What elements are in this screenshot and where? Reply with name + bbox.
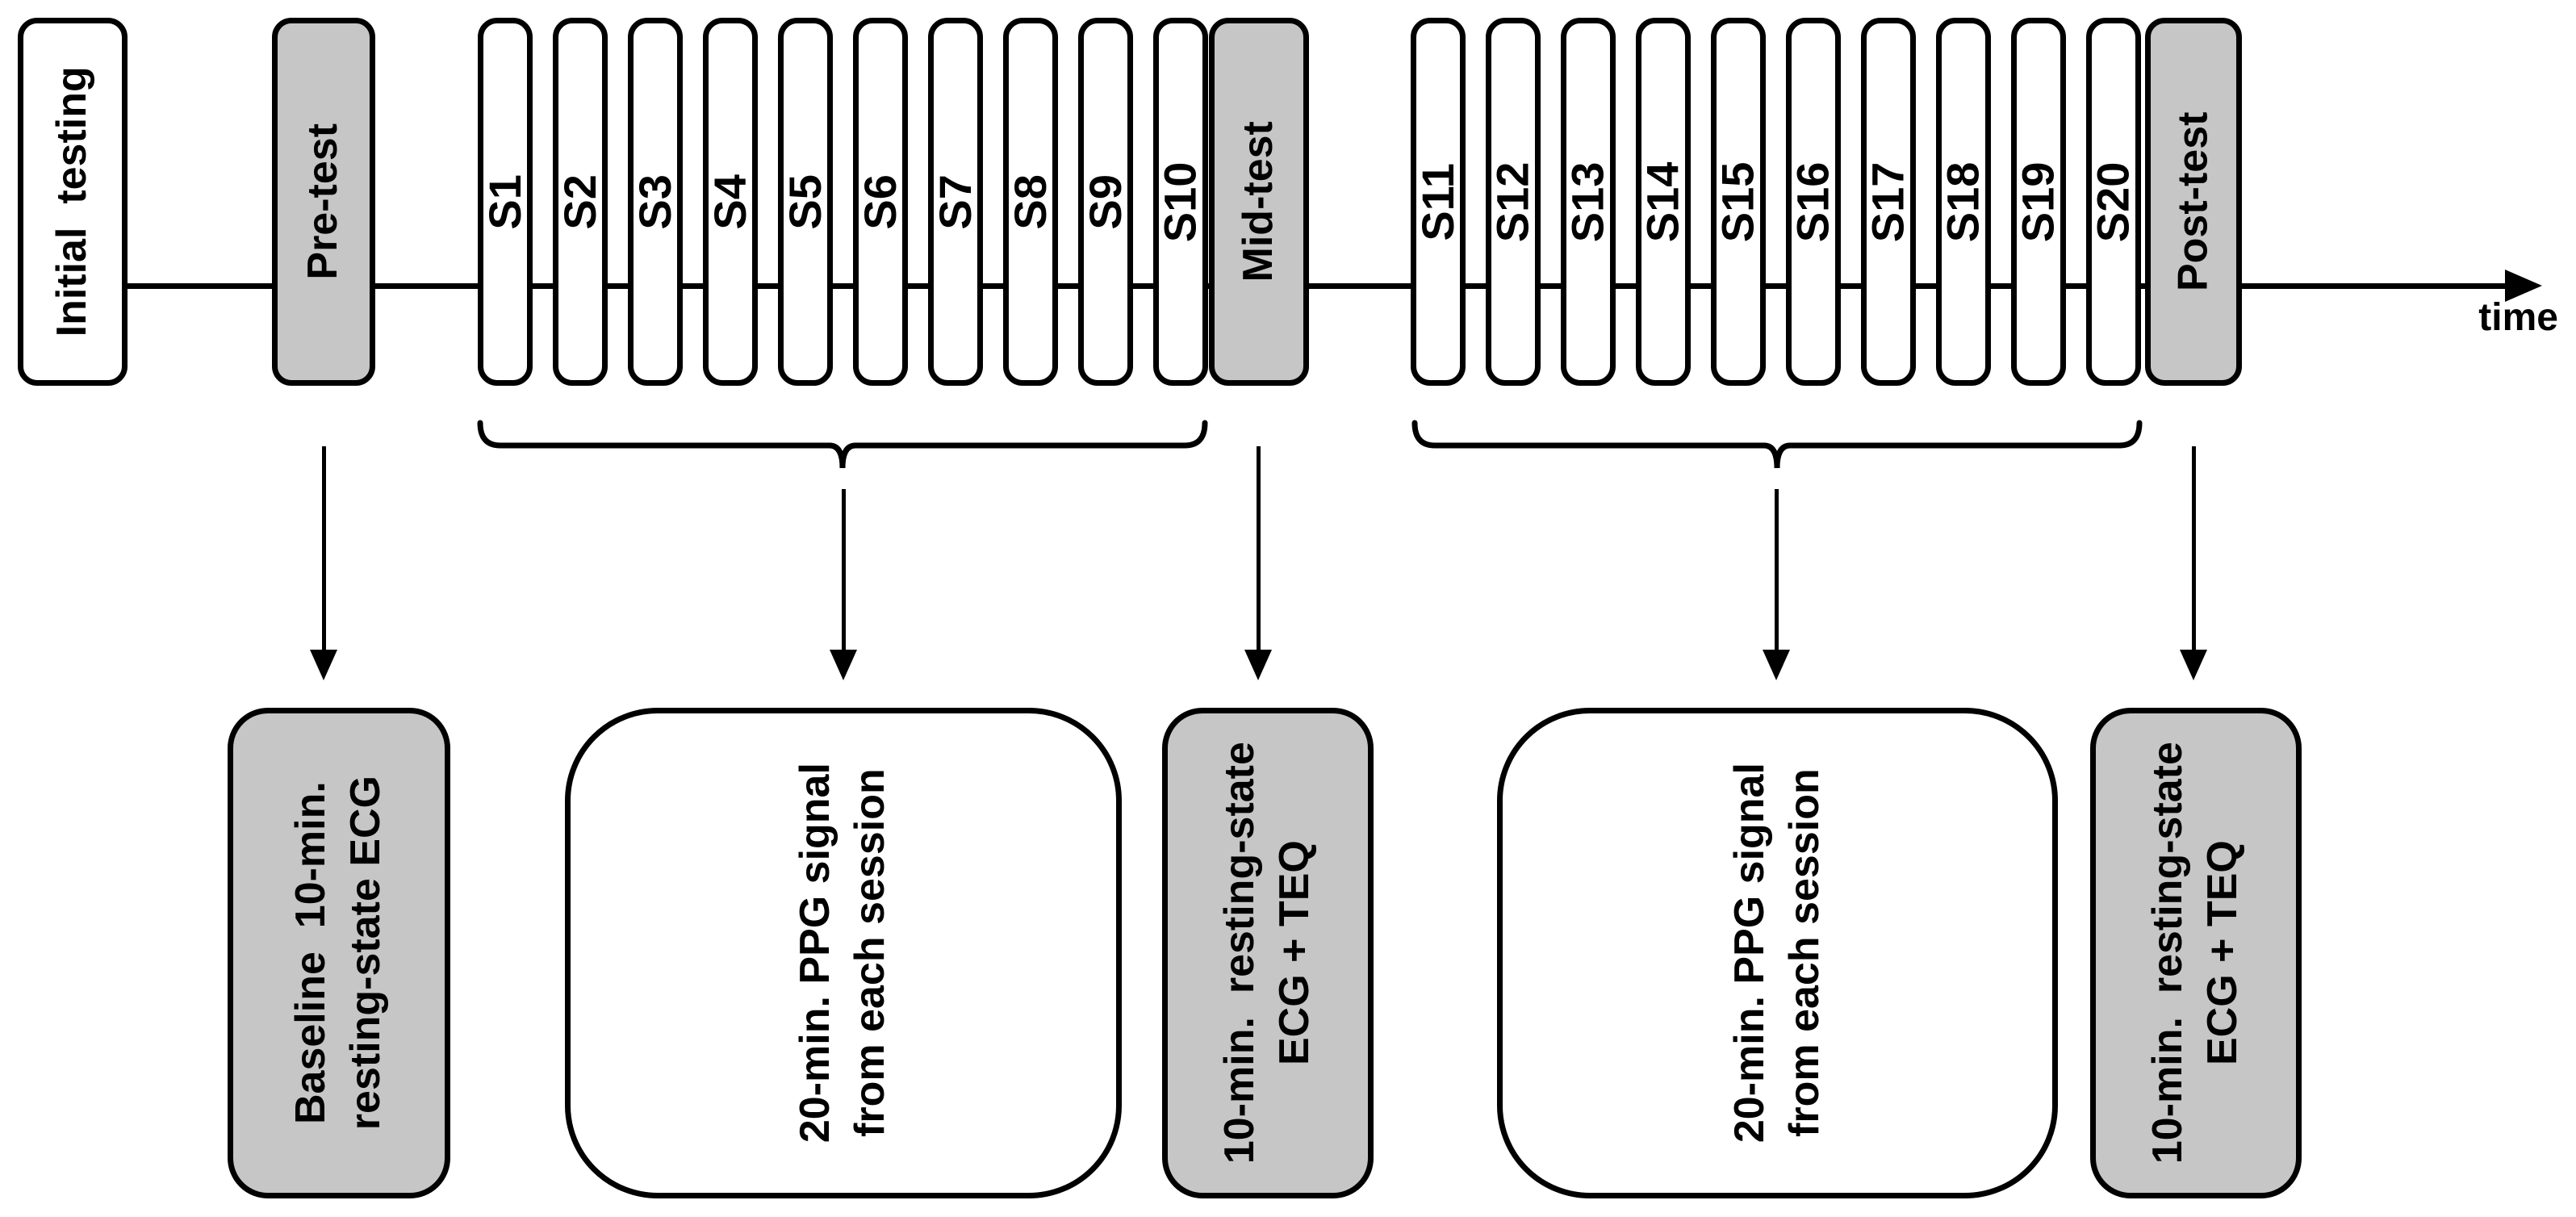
- posttest-box: Post-test: [2145, 18, 2242, 386]
- session-box-s14: S14: [1636, 18, 1691, 386]
- session-label: S9: [1079, 174, 1131, 230]
- posttest-measure-box: 10-min. resting-state ECG + TEQ: [2090, 708, 2302, 1198]
- arrow-posttest-to-measure: [2192, 446, 2196, 651]
- arrow-pretest-to-baseline-head-icon: [310, 650, 337, 680]
- midtest-label: Mid-test: [1235, 121, 1282, 282]
- posttest-label: Post-test: [2169, 111, 2217, 292]
- ppg-block1-box: 20-min. PPG signal from each session: [565, 708, 1122, 1198]
- arrow-pretest-to-baseline: [322, 446, 326, 651]
- session-label: S15: [1712, 161, 1763, 242]
- timeline-axis: [128, 283, 2534, 289]
- session-box-s7: S7: [928, 18, 983, 386]
- arrow-sessions1-to-ppg: [842, 489, 846, 651]
- posttest-measure-label: 10-min. resting-state ECG + TEQ: [2144, 742, 2246, 1165]
- ppg-block2-label: 20-min. PPG signal from each session: [1725, 763, 1828, 1144]
- session-label: S8: [1004, 174, 1056, 230]
- session-label: S2: [554, 174, 605, 230]
- ppg-block2-box: 20-min. PPG signal from each session: [1497, 708, 2058, 1198]
- pretest-label: Pre-test: [299, 123, 347, 280]
- arrow-midtest-to-measure-head-icon: [1244, 650, 1272, 680]
- ppg-block1-label: 20-min. PPG signal from each session: [792, 763, 893, 1144]
- session-box-s10: S10: [1153, 18, 1208, 386]
- session-label: S6: [854, 174, 905, 230]
- session-label: S3: [629, 174, 680, 230]
- session-label: S4: [704, 174, 755, 230]
- session-label: S12: [1487, 161, 1538, 242]
- session-box-s1: S1: [478, 18, 533, 386]
- session-box-s13: S13: [1561, 18, 1616, 386]
- session-box-s15: S15: [1711, 18, 1766, 386]
- initial-testing-box: Initial testing: [18, 18, 128, 386]
- session-box-s6: S6: [853, 18, 908, 386]
- session-box-s20: S20: [2086, 18, 2141, 386]
- session-label: S1: [479, 174, 530, 230]
- session-box-s5: S5: [778, 18, 833, 386]
- session-box-s3: S3: [628, 18, 683, 386]
- session-box-s9: S9: [1078, 18, 1133, 386]
- midtest-measure-box: 10-min. resting-state ECG + TEQ: [1162, 708, 1374, 1198]
- session-label: S13: [1562, 161, 1613, 242]
- session-box-s8: S8: [1003, 18, 1058, 386]
- session-box-s17: S17: [1861, 18, 1916, 386]
- arrow-sessions2-to-ppg: [1775, 489, 1779, 651]
- session-label: S11: [1411, 162, 1463, 241]
- arrow-sessions2-to-ppg-head-icon: [1763, 650, 1790, 680]
- baseline-ecg-label: Baseline 10-min. resting-state ECG: [287, 776, 389, 1131]
- session-label: S10: [1154, 161, 1206, 242]
- session-label: S18: [1937, 161, 1988, 242]
- brace-sessions-11-20: [1411, 420, 2143, 469]
- brace-sessions-1-10: [477, 420, 1208, 469]
- pretest-box: Pre-test: [272, 18, 375, 386]
- session-box-s4: S4: [703, 18, 758, 386]
- session-box-s18: S18: [1936, 18, 1991, 386]
- arrow-sessions1-to-ppg-head-icon: [830, 650, 857, 680]
- midtest-box: Mid-test: [1209, 18, 1309, 386]
- baseline-ecg-box: Baseline 10-min. resting-state ECG: [228, 708, 450, 1198]
- session-label: S17: [1862, 161, 1913, 242]
- session-box-s11: S11: [1411, 18, 1466, 386]
- session-box-s12: S12: [1486, 18, 1541, 386]
- session-label: S5: [779, 174, 830, 230]
- session-label: S16: [1787, 161, 1838, 242]
- session-label: S19: [2012, 161, 2064, 242]
- time-axis-label: time: [2478, 296, 2558, 339]
- timeline-arrowhead-icon: [2505, 270, 2542, 302]
- session-box-s2: S2: [553, 18, 608, 386]
- session-box-s16: S16: [1786, 18, 1841, 386]
- session-box-s19: S19: [2011, 18, 2066, 386]
- arrow-posttest-to-measure-head-icon: [2180, 650, 2207, 680]
- midtest-measure-label: 10-min. resting-state ECG + TEQ: [1216, 742, 1318, 1165]
- arrow-midtest-to-measure: [1257, 446, 1261, 651]
- session-label: S20: [2087, 161, 2139, 242]
- initial-testing-label: Initial testing: [48, 66, 96, 337]
- session-label: S7: [929, 174, 981, 230]
- session-label: S14: [1637, 161, 1688, 242]
